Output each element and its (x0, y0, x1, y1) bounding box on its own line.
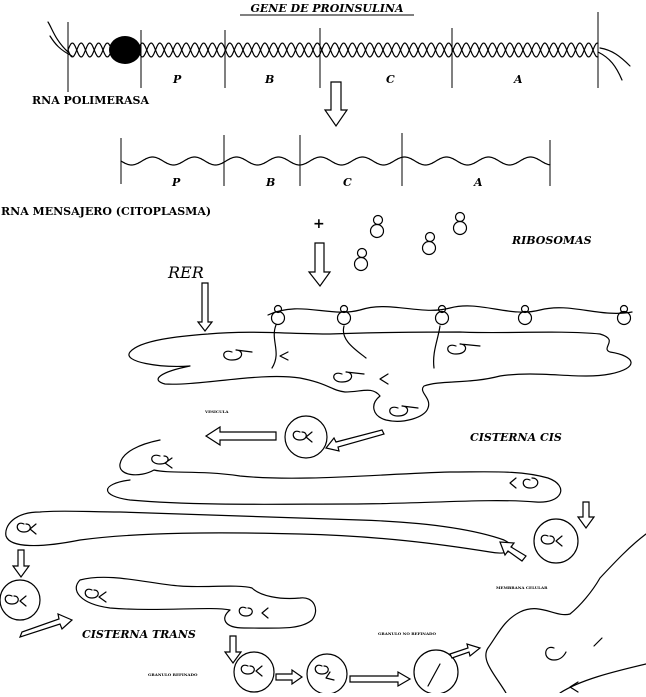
vesicle-left (0, 580, 40, 620)
gene-segment-b: B (264, 73, 274, 86)
granule-3-content (428, 664, 440, 686)
label-ribosomas: RIBOSOMAS (511, 234, 592, 247)
label-rna-polimerasa: RNA POLIMERASA (32, 94, 149, 107)
label-cisterna-trans: CISTERNA TRANS (82, 628, 196, 641)
er-mrna-thread (268, 306, 632, 315)
arrow-granule-2-3 (350, 672, 410, 686)
nascent-peptides (272, 325, 440, 368)
mrna-segment-a: A (473, 176, 483, 189)
arrow-granule-1-2 (276, 670, 302, 684)
arrow-into-medial (500, 542, 526, 561)
vesicle-right-proinsulin (541, 535, 562, 546)
medial-proinsulin (17, 523, 36, 534)
label-plus: + (313, 216, 325, 232)
dna-right-end (598, 48, 630, 80)
arrow-to-trans (20, 614, 72, 637)
gene-segment-c: C (386, 73, 395, 86)
label-rna-mensajero: RNA MENSAJERO (CITOPLASMA) (1, 205, 211, 218)
vesicle-proinsulin (293, 431, 312, 442)
arrow-vesicle-to-cis (206, 427, 276, 445)
label-membrana-celular: MEMBRANA CELULAR (496, 585, 548, 590)
exocytosis-glyph-1 (546, 647, 566, 660)
arrow-rer-to-vesicle (326, 430, 384, 451)
mrna-segment-p: P (171, 176, 181, 189)
arrow-transcription (325, 82, 347, 126)
arrow-ribosomes (309, 243, 330, 286)
gene-segment-a: A (513, 73, 523, 86)
free-ribosomes (355, 213, 467, 271)
diagram-title: GENE DE PROINSULINA (250, 2, 403, 15)
exocytosis-glyph-2 (570, 638, 602, 692)
gene-segment-p: P (172, 73, 182, 86)
mrna-strand (121, 133, 550, 186)
trans-golgi-membrane (76, 577, 315, 628)
rer-membrane (129, 332, 631, 421)
mrna-segment-c: C (343, 176, 352, 189)
label-cisterna-cis: CISTERNA CIS (470, 431, 562, 444)
label-granulo-refinado: GRANULO REFINADO (148, 672, 198, 677)
cell-membrane (486, 534, 646, 693)
label-granulo-no-refinado: GRANULO NO REFINADO (378, 631, 437, 636)
arrow-rer (198, 283, 212, 331)
rna-polimerasa-blob (109, 36, 141, 64)
granule-1-content (241, 665, 262, 676)
label-vesicula: VESICULA (204, 409, 229, 414)
granule-2-content (315, 665, 334, 680)
arrow-down-left (13, 550, 29, 577)
arrow-cis-to-vesicle (578, 502, 594, 528)
vesicle-left-proinsulin (5, 595, 26, 606)
mrna-segment-b: B (265, 176, 275, 189)
medial-golgi-membrane (6, 511, 512, 553)
granule-2 (307, 654, 347, 693)
rer-proinsulin (224, 344, 480, 416)
trans-proinsulin (85, 589, 268, 618)
arrow-granule-to-membrane (450, 644, 480, 658)
label-rer: RER (167, 263, 204, 282)
